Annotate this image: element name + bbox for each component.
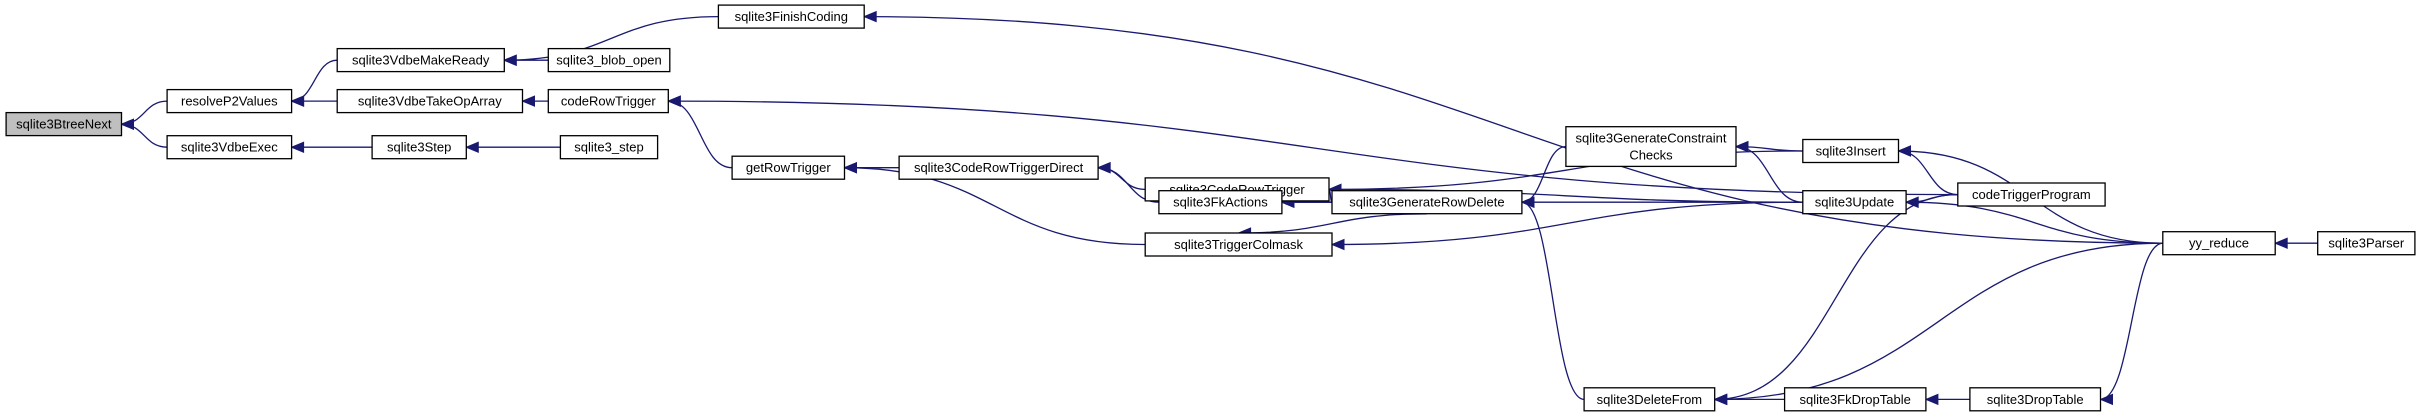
node-sqlite3-trigger-colmask[interactable]: sqlite3TriggerColmask [1144,232,1333,257]
call-edge [1331,201,1803,246]
node-sqlite3-generate-row-delete[interactable]: sqlite3GenerateRowDelete [1331,190,1523,215]
arrow-head [1713,393,1728,406]
node-label: sqlite3VdbeMakeReady [352,53,490,68]
node-sqlite3-step-api[interactable]: sqlite3_step [559,135,659,160]
node-sqlite3-generate-constraint-checks[interactable]: sqlite3GenerateConstraint Checks [1565,126,1737,168]
node-label: sqlite3FinishCoding [735,9,848,24]
node-sqlite3-parser[interactable]: sqlite3Parser [2317,231,2416,256]
arrow-head [120,118,134,130]
node-sqlite3-fkactions[interactable]: sqlite3FkActions [1158,190,1283,215]
node-sqlite3-insert[interactable]: sqlite3Insert [1802,138,1900,164]
node-yy-reduce[interactable]: yy_reduce [2162,231,2276,256]
arrow-head [2273,237,2288,249]
node-sqlite3-vdbe-make-ready[interactable]: sqlite3VdbeMakeReady [336,47,505,73]
nodes-layer: sqlite3BtreeNext resolveP2Values sqlite3… [5,4,2416,412]
call-edge [1898,150,1958,196]
node-label: sqlite3DeleteFrom [1597,392,1703,407]
node-label-line1: sqlite3GenerateConstraint [1575,131,1726,146]
node-label: sqlite3Update [1815,195,1895,210]
call-edge [504,15,719,61]
node-sqlite3-vdbe-exec[interactable]: sqlite3VdbeExec [166,135,293,160]
arrow-head [1096,161,1111,174]
call-edge [1906,201,2163,244]
node-sqlite3-fk-drop-table[interactable]: sqlite3FkDropTable [1783,387,1927,412]
arrow-head [502,54,517,66]
call-edge [1714,242,2163,401]
call-edge [121,100,168,125]
node-sqlite3-blob-open[interactable]: sqlite3_blob_open [547,47,671,73]
arrow-head [290,141,305,153]
node-label: sqlite3VdbeExec [181,140,278,155]
arrow-head [290,95,305,107]
arrow-head [1734,140,1749,153]
call-edge [291,59,338,102]
call-edge [1521,201,1585,401]
node-label: getRowTrigger [746,160,831,175]
node-label: sqlite3CodeRowTriggerDirect [914,160,1084,175]
node-sqlite3-drop-table[interactable]: sqlite3DropTable [1969,387,2102,412]
node-label: sqlite3FkActions [1173,195,1268,210]
call-edge [668,100,733,169]
arrow-head [1924,393,1939,406]
node-sqlite3-btree-next[interactable]: sqlite3BtreeNext [5,111,123,137]
arrow-head [1330,238,1345,251]
call-edge [864,15,2163,244]
node-label: sqlite3_step [574,140,643,155]
node-label: codeRowTrigger [561,94,657,109]
call-edge [1714,193,1958,401]
node-label: sqlite3Parser [2328,236,2405,251]
edges-layer [120,10,2318,406]
node-label: resolveP2Values [181,94,278,109]
arrow-head [666,95,681,107]
node-get-row-trigger[interactable]: getRowTrigger [731,155,846,180]
node-label: sqlite3VdbeTakeOpArray [358,94,502,109]
node-sqlite3-vdbe-take-op-array[interactable]: sqlite3VdbeTakeOpArray [336,88,524,114]
arrow-head [1520,196,1535,208]
node-label-line2: Checks [1629,148,1673,163]
node-label: sqlite3TriggerColmask [1174,237,1303,252]
node-code-trigger-program[interactable]: codeTriggerProgram [1957,182,2106,207]
node-resolve-p2-values[interactable]: resolveP2Values [166,88,293,114]
node-label: sqlite3Step [387,140,451,155]
node-sqlite3-finish-coding[interactable]: sqlite3FinishCoding [717,4,865,29]
node-sqlite3-deletefrom[interactable]: sqlite3DeleteFrom [1583,387,1716,412]
node-code-row-trigger[interactable]: codeRowTrigger [547,88,669,114]
node-label: sqlite3DropTable [1987,392,2084,407]
call-edge [121,123,168,148]
arrow-head [843,161,857,174]
node-label: sqlite3GenerateRowDelete [1349,195,1504,210]
call-edge [844,167,1146,246]
node-label: sqlite3_blob_open [556,53,662,68]
arrow-head [1897,145,1911,157]
arrow-head [521,95,535,107]
call-edge [1735,145,1803,203]
call-edge [668,100,1958,196]
node-label: sqlite3FkDropTable [1800,392,1911,407]
node-sqlite3-code-row-trigger-direct[interactable]: sqlite3CodeRowTriggerDirect [898,155,1099,180]
node-sqlite3-step[interactable]: sqlite3Step [371,135,467,160]
arrow-head [2099,393,2113,406]
node-sqlite3-update[interactable]: sqlite3Update [1802,190,1907,215]
node-label: sqlite3BtreeNext [16,117,112,132]
node-label: codeTriggerProgram [1972,187,2091,202]
call-edge [1238,213,1427,234]
node-label: yy_reduce [2189,236,2249,251]
node-label: sqlite3Insert [1816,144,1886,159]
arrow-head [464,141,479,153]
call-edge [2100,242,2163,401]
arrow-head [862,10,877,23]
